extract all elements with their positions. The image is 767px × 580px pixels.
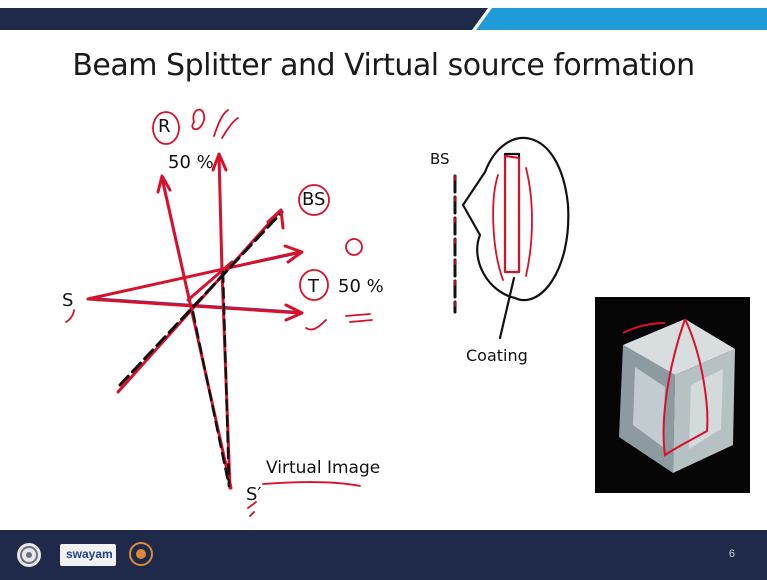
label-R: R bbox=[158, 116, 171, 137]
handwritten-marks bbox=[65, 108, 373, 517]
swayam-logo: swayam bbox=[60, 544, 116, 566]
virtual-ray-dashed-2 bbox=[221, 270, 231, 488]
beam-splitter-dashed bbox=[118, 210, 284, 387]
label-source-S: S bbox=[62, 290, 74, 311]
page-number: 6 bbox=[728, 548, 735, 560]
printed-rays bbox=[89, 157, 301, 313]
nptel-logo-icon bbox=[129, 542, 153, 566]
label-T-percent: 50 % bbox=[338, 276, 384, 297]
label-coating: Coating bbox=[466, 346, 528, 365]
swayam-logo-text: swayam bbox=[66, 547, 113, 561]
top-header-band bbox=[0, 0, 767, 32]
beam-splitter-diagram bbox=[65, 108, 570, 517]
label-BS-diagram: BS bbox=[302, 189, 326, 210]
slide-title: Beam Splitter and Virtual source formati… bbox=[72, 48, 695, 83]
label-BS-schematic: BS bbox=[430, 150, 450, 168]
institute-logo-icon bbox=[17, 543, 41, 567]
arrowheads bbox=[156, 152, 304, 322]
label-T: T bbox=[308, 276, 319, 297]
virtual-ray-dashed-1 bbox=[191, 310, 231, 488]
coating-pointer bbox=[498, 276, 516, 340]
zoom-callout bbox=[461, 136, 570, 302]
cube-illustration bbox=[595, 297, 750, 493]
label-R-percent: 50 % bbox=[168, 152, 214, 173]
footer-bar: swayam 6 bbox=[0, 530, 767, 580]
cube-beam-splitter-photo bbox=[595, 297, 750, 493]
label-virtual-image: Virtual Image bbox=[266, 458, 381, 478]
label-virtual-source: S′ bbox=[246, 484, 262, 505]
